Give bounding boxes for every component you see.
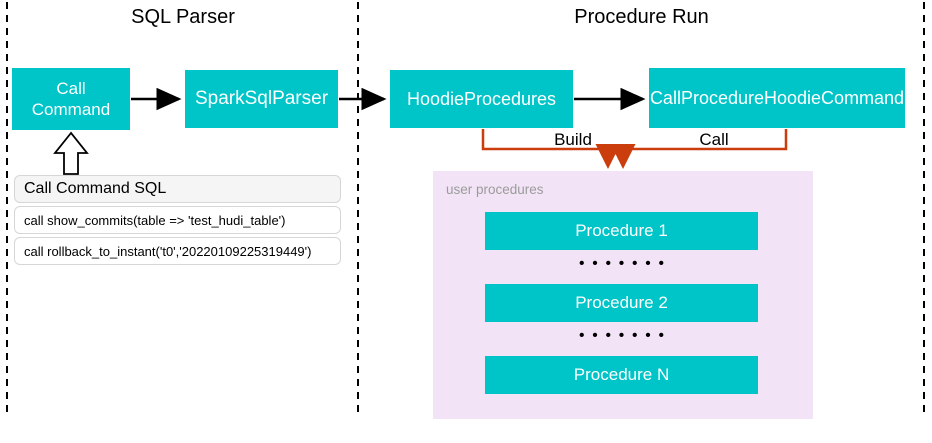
node-call-procedure-hoodie-command: CallProcedureHoodieCommand (649, 68, 905, 128)
node-spark-sql-parser: SparkSqlParser (185, 70, 338, 128)
node-procedure-n: Procedure N (485, 356, 758, 394)
lane-title-sql-parser: SQL Parser (131, 6, 235, 28)
sql-example-show-commits: call show_commits(table => 'test_hudi_ta… (14, 206, 341, 234)
block-arrow-up-icon (53, 131, 89, 175)
user-procedures-label: user procedures (446, 182, 544, 197)
edge-label-build: Build (554, 130, 592, 149)
lane-title-procedure-run: Procedure Run (574, 6, 709, 28)
node-hoodie-procedures: HoodieProcedures (390, 70, 573, 128)
edge-label-call: Call (699, 130, 729, 149)
node-procedure-1: Procedure 1 (485, 212, 758, 250)
ellipsis-dots: ••••••• (579, 326, 672, 344)
node-call-command: Call Command (12, 68, 130, 130)
sql-example-rollback-to-instant: call rollback_to_instant('t0','202201092… (14, 237, 341, 265)
call-command-sql-panel: Call Command SQL call show_commits(table… (14, 175, 341, 268)
user-procedures-container: user procedures Procedure 1 ••••••• Proc… (433, 171, 813, 419)
node-procedure-2: Procedure 2 (485, 284, 758, 322)
sql-panel-title: Call Command SQL (14, 175, 341, 203)
ellipsis-dots: ••••••• (579, 254, 672, 272)
